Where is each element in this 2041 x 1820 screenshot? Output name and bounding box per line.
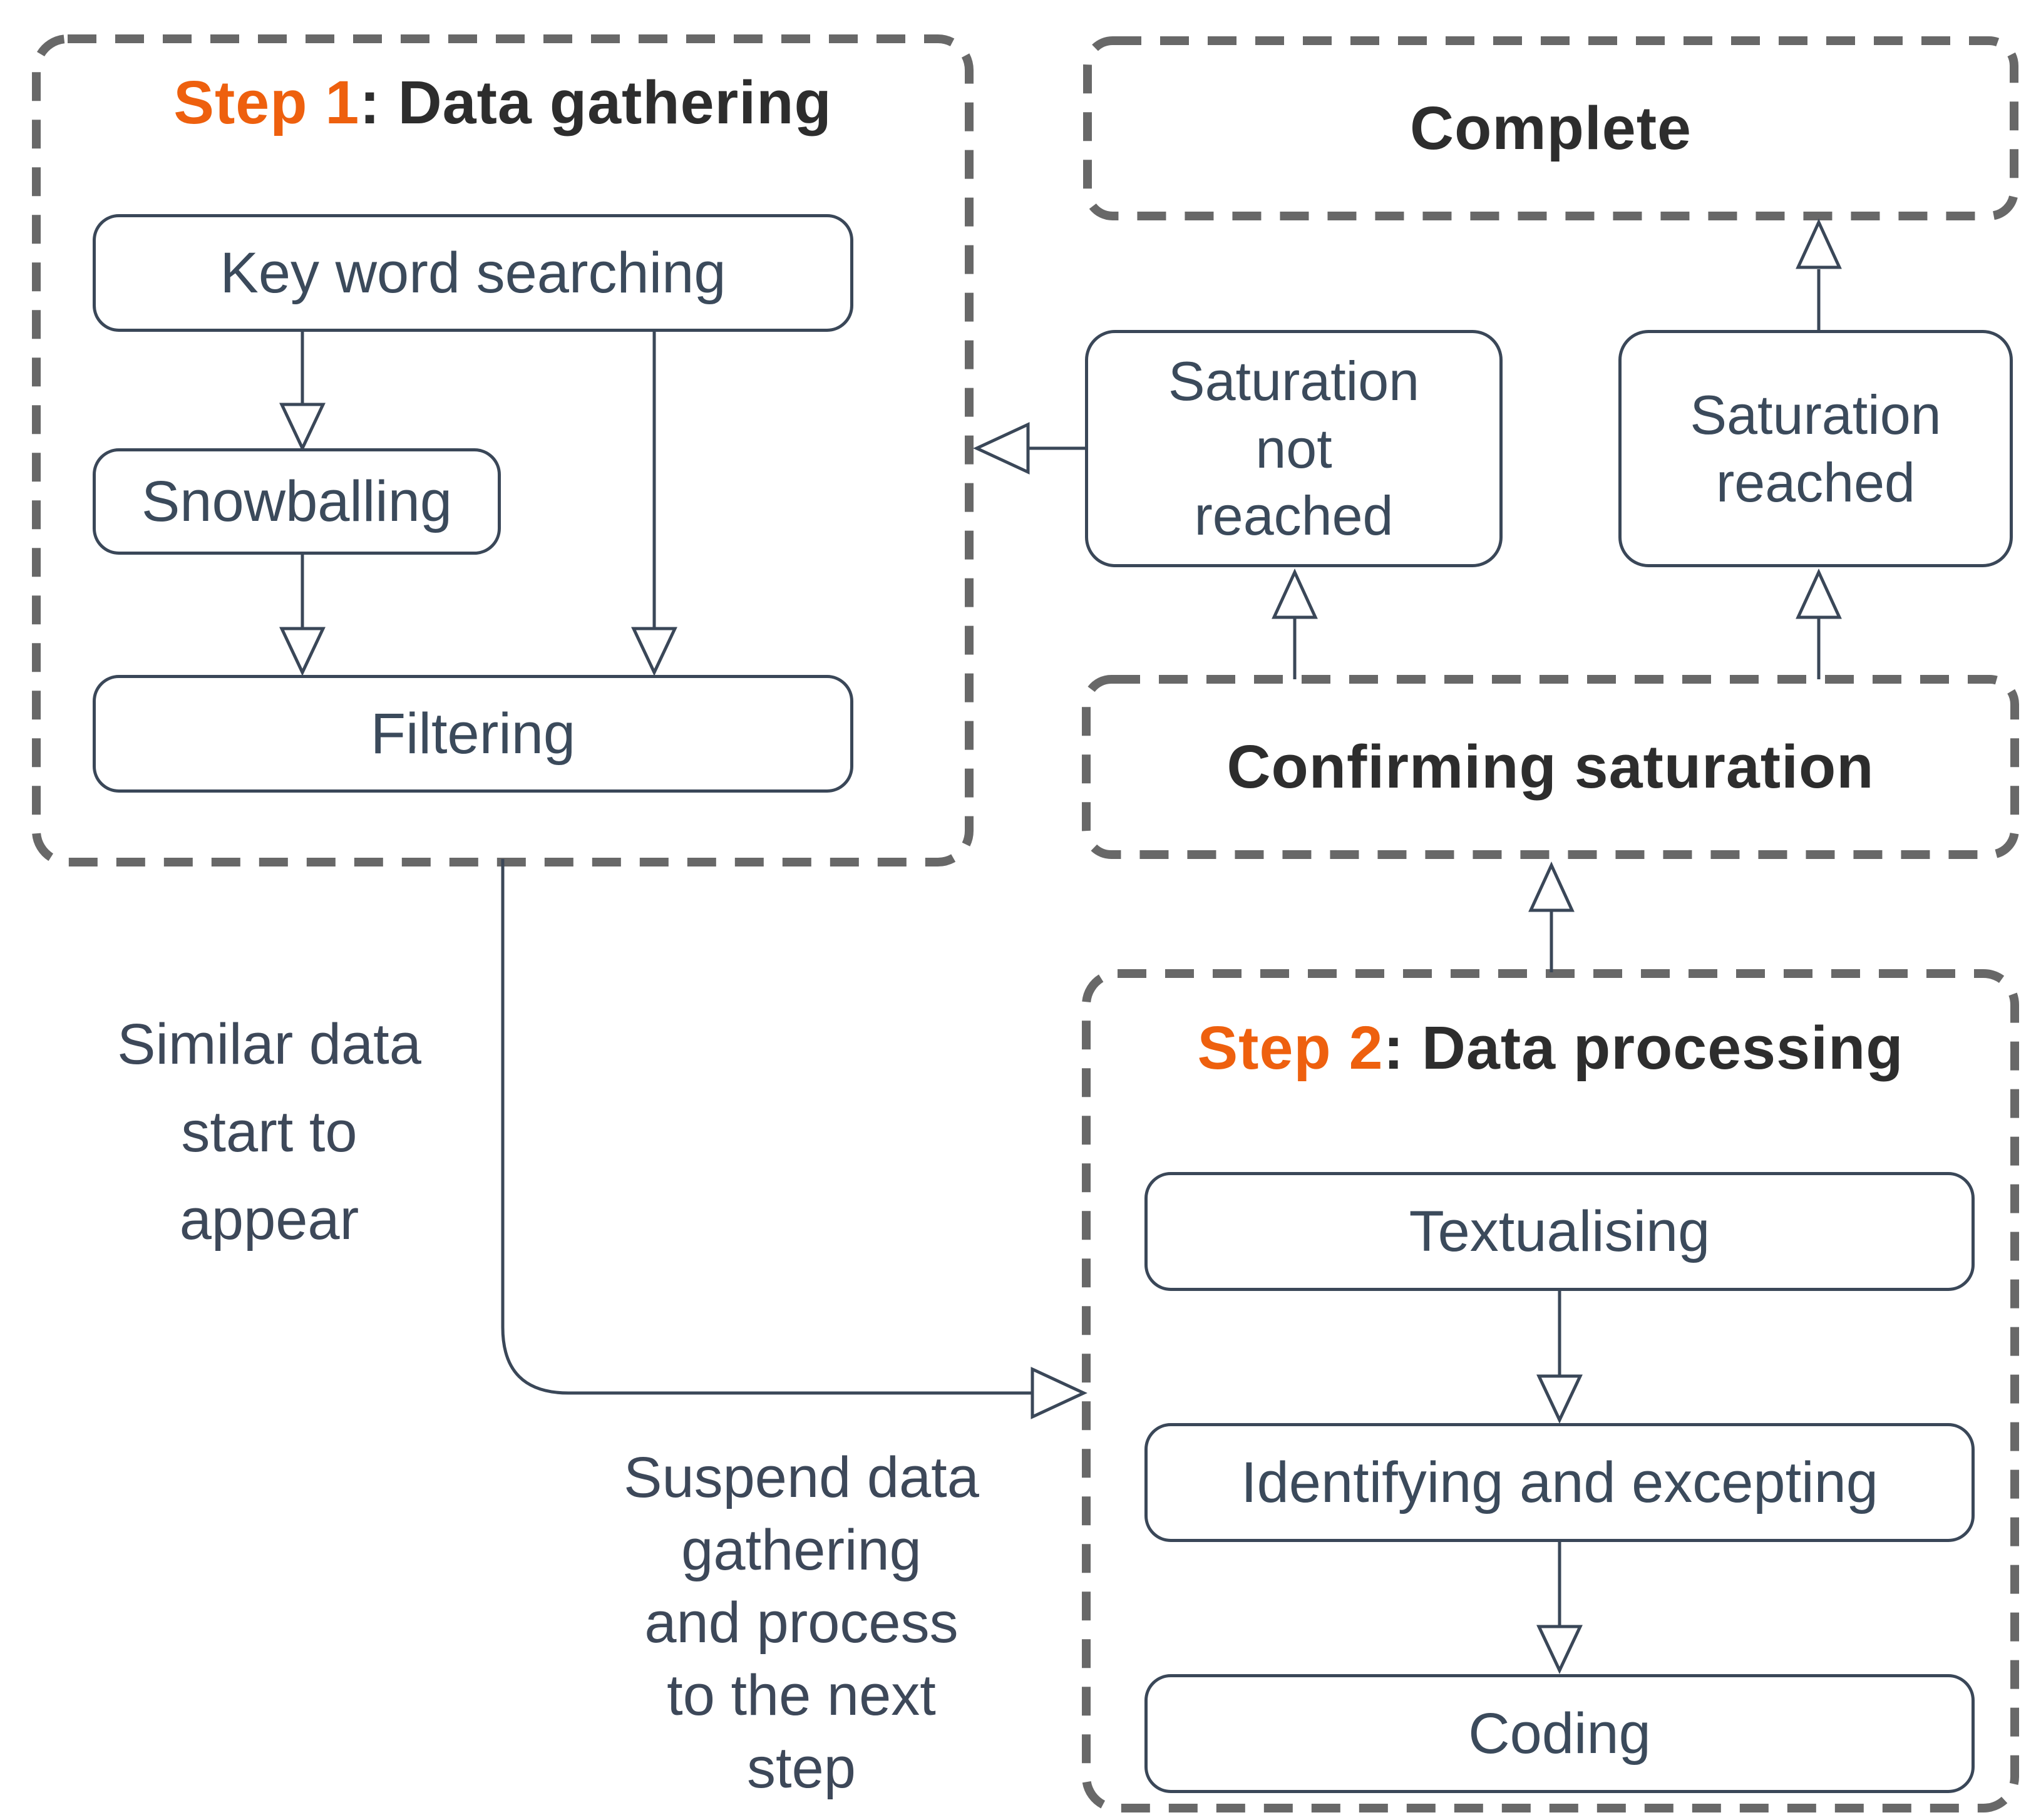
node-snowballing-label: Snowballing [141, 469, 453, 533]
arrow-keyword-to-snowballing [279, 332, 326, 452]
confirming-container-border [1082, 675, 2019, 859]
step2-container-border [1082, 969, 2019, 1812]
arrow-textualising-to-identifying [1536, 1291, 1583, 1424]
node-identifying-and-excepting-label: Identifying and excepting [1241, 1450, 1878, 1514]
node-coding-label: Coding [1468, 1701, 1651, 1766]
arrow-saturation-not-reached-to-step1 [973, 422, 1085, 475]
node-saturation-not-reached-label: Saturation not reached [1168, 350, 1420, 547]
step2-title-step: Step 2 [1197, 1014, 1384, 1082]
arrow-identifying-to-coding [1536, 1542, 1583, 1674]
node-filtering-label: Filtering [370, 701, 576, 766]
node-coding: Coding [1144, 1674, 1975, 1793]
node-saturation-reached: Saturation reached [1618, 330, 2013, 567]
node-key-word-searching-label: Key word searching [220, 240, 726, 305]
label-suspend-data-gathering: Suspend data gathering and process to th… [624, 1446, 979, 1800]
arrow-step2-to-confirming [1528, 861, 1575, 972]
node-saturation-not-reached: Saturation not reached [1085, 330, 1503, 567]
complete-container-border [1083, 36, 2018, 220]
label-similar-data: Similar data start to appear [117, 1012, 421, 1252]
complete-title-label: Complete [1410, 94, 1692, 163]
arrow-snowballing-to-filtering [279, 555, 326, 676]
step2-title: Step 2: Data processing [1086, 1013, 2015, 1083]
step1-title-step: Step 1 [173, 68, 360, 136]
confirming-title-label: Confirming saturation [1226, 733, 1874, 801]
step1-title-rest: : Data gathering [359, 68, 832, 136]
complete-title: Complete [1087, 41, 2014, 216]
confirming-title: Confirming saturation [1086, 679, 2015, 855]
node-identifying-and-excepting: Identifying and excepting [1144, 1423, 1975, 1542]
node-textualising-label: Textualising [1409, 1199, 1710, 1263]
arrow-step1-to-step2 [501, 859, 1087, 1419]
step2-title-rest: : Data processing [1383, 1014, 1904, 1082]
arrow-keyword-to-filtering [631, 332, 677, 676]
arrow-saturation-reached-to-complete [1796, 218, 1842, 330]
node-saturation-reached-label: Saturation reached [1690, 384, 1941, 513]
node-textualising: Textualising [1144, 1172, 1975, 1291]
step1-title: Step 1: Data gathering [36, 68, 969, 138]
arrow-confirming-to-saturation-reached [1796, 568, 1842, 679]
node-filtering: Filtering [93, 675, 853, 793]
node-key-word-searching: Key word searching [93, 214, 853, 332]
node-snowballing: Snowballing [93, 448, 501, 555]
arrow-confirming-to-saturation-not-reached [1272, 568, 1318, 679]
